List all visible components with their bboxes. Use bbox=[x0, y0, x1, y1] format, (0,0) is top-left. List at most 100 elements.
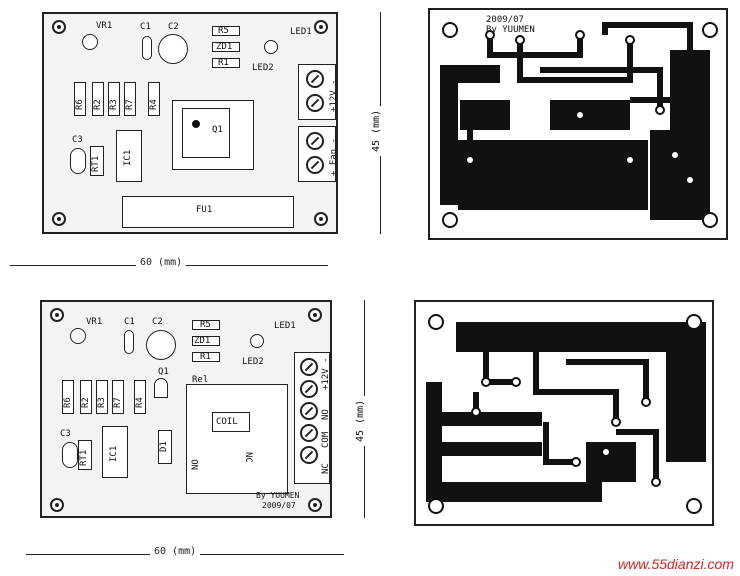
terminal-no-label: NO bbox=[321, 409, 331, 420]
relay-label: Rel bbox=[192, 375, 209, 385]
vr1-potentiometer bbox=[82, 34, 98, 50]
r5-resistor bbox=[192, 320, 220, 330]
copper-traces-top bbox=[440, 22, 718, 228]
c3-capacitor bbox=[62, 442, 78, 468]
d1-label: D1 bbox=[159, 441, 169, 452]
led1-led bbox=[250, 334, 264, 348]
q1-label: Q1 bbox=[212, 125, 223, 135]
mounting-hole bbox=[314, 20, 328, 34]
r2-label: R2 bbox=[93, 99, 103, 110]
led1-led bbox=[264, 40, 278, 54]
copper-traces-bottom bbox=[426, 314, 706, 514]
site-watermark: www.55dianzi.com bbox=[618, 556, 734, 572]
zd1-zener bbox=[212, 42, 240, 52]
pcb-component-side-bottom: VR1 C1 C2 R5 ZD1 R1 LED1 LED2 R6 R2 R3 R… bbox=[40, 300, 332, 518]
r7-label: R7 bbox=[113, 397, 123, 408]
ic1-label: IC1 bbox=[123, 149, 133, 166]
r1-resistor bbox=[212, 58, 240, 68]
zd1-zener bbox=[192, 336, 220, 346]
q1-transistor bbox=[154, 378, 168, 398]
terminal-screw bbox=[306, 94, 324, 112]
width-dimension-label: 60 (mm) bbox=[150, 546, 201, 557]
r4-resistor bbox=[148, 82, 160, 116]
relay-no-label: NO bbox=[191, 459, 201, 470]
c3-capacitor bbox=[70, 148, 86, 174]
rt1-thermistor bbox=[90, 146, 104, 176]
r7-resistor bbox=[112, 380, 124, 414]
vr1-label: VR1 bbox=[96, 21, 113, 31]
board-credit: By YUUMEN bbox=[256, 491, 300, 500]
r7-label: R7 bbox=[125, 99, 135, 110]
mounting-hole bbox=[50, 498, 64, 512]
pcb-copper-side-bottom bbox=[414, 300, 714, 526]
c3-label: C3 bbox=[72, 135, 83, 145]
r6-resistor bbox=[74, 82, 86, 116]
r6-label: R6 bbox=[63, 397, 73, 408]
led1-label: LED1 bbox=[290, 27, 312, 37]
vr1-label: VR1 bbox=[86, 317, 103, 327]
q1-tab-hole bbox=[190, 118, 202, 130]
r6-label: R6 bbox=[75, 99, 85, 110]
c2-label: C2 bbox=[168, 22, 179, 32]
r3-resistor bbox=[96, 380, 108, 414]
mounting-hole bbox=[308, 498, 322, 512]
copper-date: 2009/07 bbox=[486, 15, 524, 25]
ic1-label: IC1 bbox=[109, 445, 119, 462]
r5-label: R5 bbox=[200, 320, 211, 330]
c2-capacitor bbox=[146, 330, 176, 360]
r1-resistor bbox=[192, 352, 220, 362]
copper-credit: By YUUMEN bbox=[486, 25, 535, 35]
q1-label: Q1 bbox=[158, 367, 169, 377]
zd1-label: ZD1 bbox=[216, 42, 233, 52]
r2-resistor bbox=[80, 380, 92, 414]
c1-capacitor bbox=[124, 330, 134, 354]
r4-label: R4 bbox=[135, 397, 145, 408]
height-dimension-label: 45 (mm) bbox=[355, 395, 366, 446]
rt1-label: RT1 bbox=[91, 155, 101, 172]
r4-label: R4 bbox=[149, 99, 159, 110]
mounting-hole bbox=[314, 212, 328, 226]
width-dimension-label: 60 (mm) bbox=[136, 257, 187, 268]
rt1-label: RT1 bbox=[79, 449, 89, 466]
rt1-thermistor bbox=[78, 440, 92, 470]
r5-label: R5 bbox=[218, 26, 229, 36]
d1-diode bbox=[158, 430, 172, 464]
height-dimension-label: 45 (mm) bbox=[371, 105, 382, 156]
board-date: 2009/07 bbox=[262, 501, 296, 510]
mounting-hole bbox=[52, 20, 66, 34]
pcb-component-side-top: VR1 C1 C2 R5 ZD1 R1 LED1 LED2 R6 R2 R3 R… bbox=[42, 12, 339, 234]
zd1-label: ZD1 bbox=[194, 336, 211, 346]
c2-label: C2 bbox=[152, 317, 163, 327]
c3-label: C3 bbox=[60, 429, 71, 439]
terminal-12v-label: +12V - bbox=[321, 357, 331, 390]
r2-resistor bbox=[92, 82, 104, 116]
led2-label: LED2 bbox=[242, 357, 264, 367]
r7-resistor bbox=[124, 82, 136, 116]
terminal-com-label: COM bbox=[321, 431, 331, 448]
ic1-chip bbox=[116, 130, 142, 182]
c1-label: C1 bbox=[140, 22, 151, 32]
ic1-chip bbox=[102, 426, 128, 478]
terminal-screw bbox=[306, 132, 324, 150]
led1-label: LED1 bbox=[274, 321, 296, 331]
mounting-hole bbox=[50, 308, 64, 322]
terminal-screw bbox=[306, 156, 324, 174]
r2-label: R2 bbox=[81, 397, 91, 408]
relay-nc-label: NC bbox=[243, 452, 253, 463]
relay-coil bbox=[212, 412, 250, 432]
mounting-hole bbox=[308, 308, 322, 322]
pcb-copper-side-top: 2009/07 By YUUMEN bbox=[428, 8, 728, 240]
mounting-hole bbox=[52, 212, 66, 226]
r5-resistor bbox=[212, 26, 240, 36]
r1-label: R1 bbox=[218, 58, 229, 68]
terminal-screw bbox=[300, 446, 318, 464]
fu1-fuse-holder bbox=[122, 196, 294, 228]
relay-coil-label: COIL bbox=[216, 417, 238, 427]
terminal-screw bbox=[300, 380, 318, 398]
terminal-screw bbox=[300, 358, 318, 376]
terminal-fan-label: + Fan - bbox=[329, 138, 339, 176]
r3-label: R3 bbox=[109, 99, 119, 110]
terminal-screw bbox=[300, 402, 318, 420]
fu1-label: FU1 bbox=[196, 205, 213, 215]
r4-resistor bbox=[134, 380, 146, 414]
